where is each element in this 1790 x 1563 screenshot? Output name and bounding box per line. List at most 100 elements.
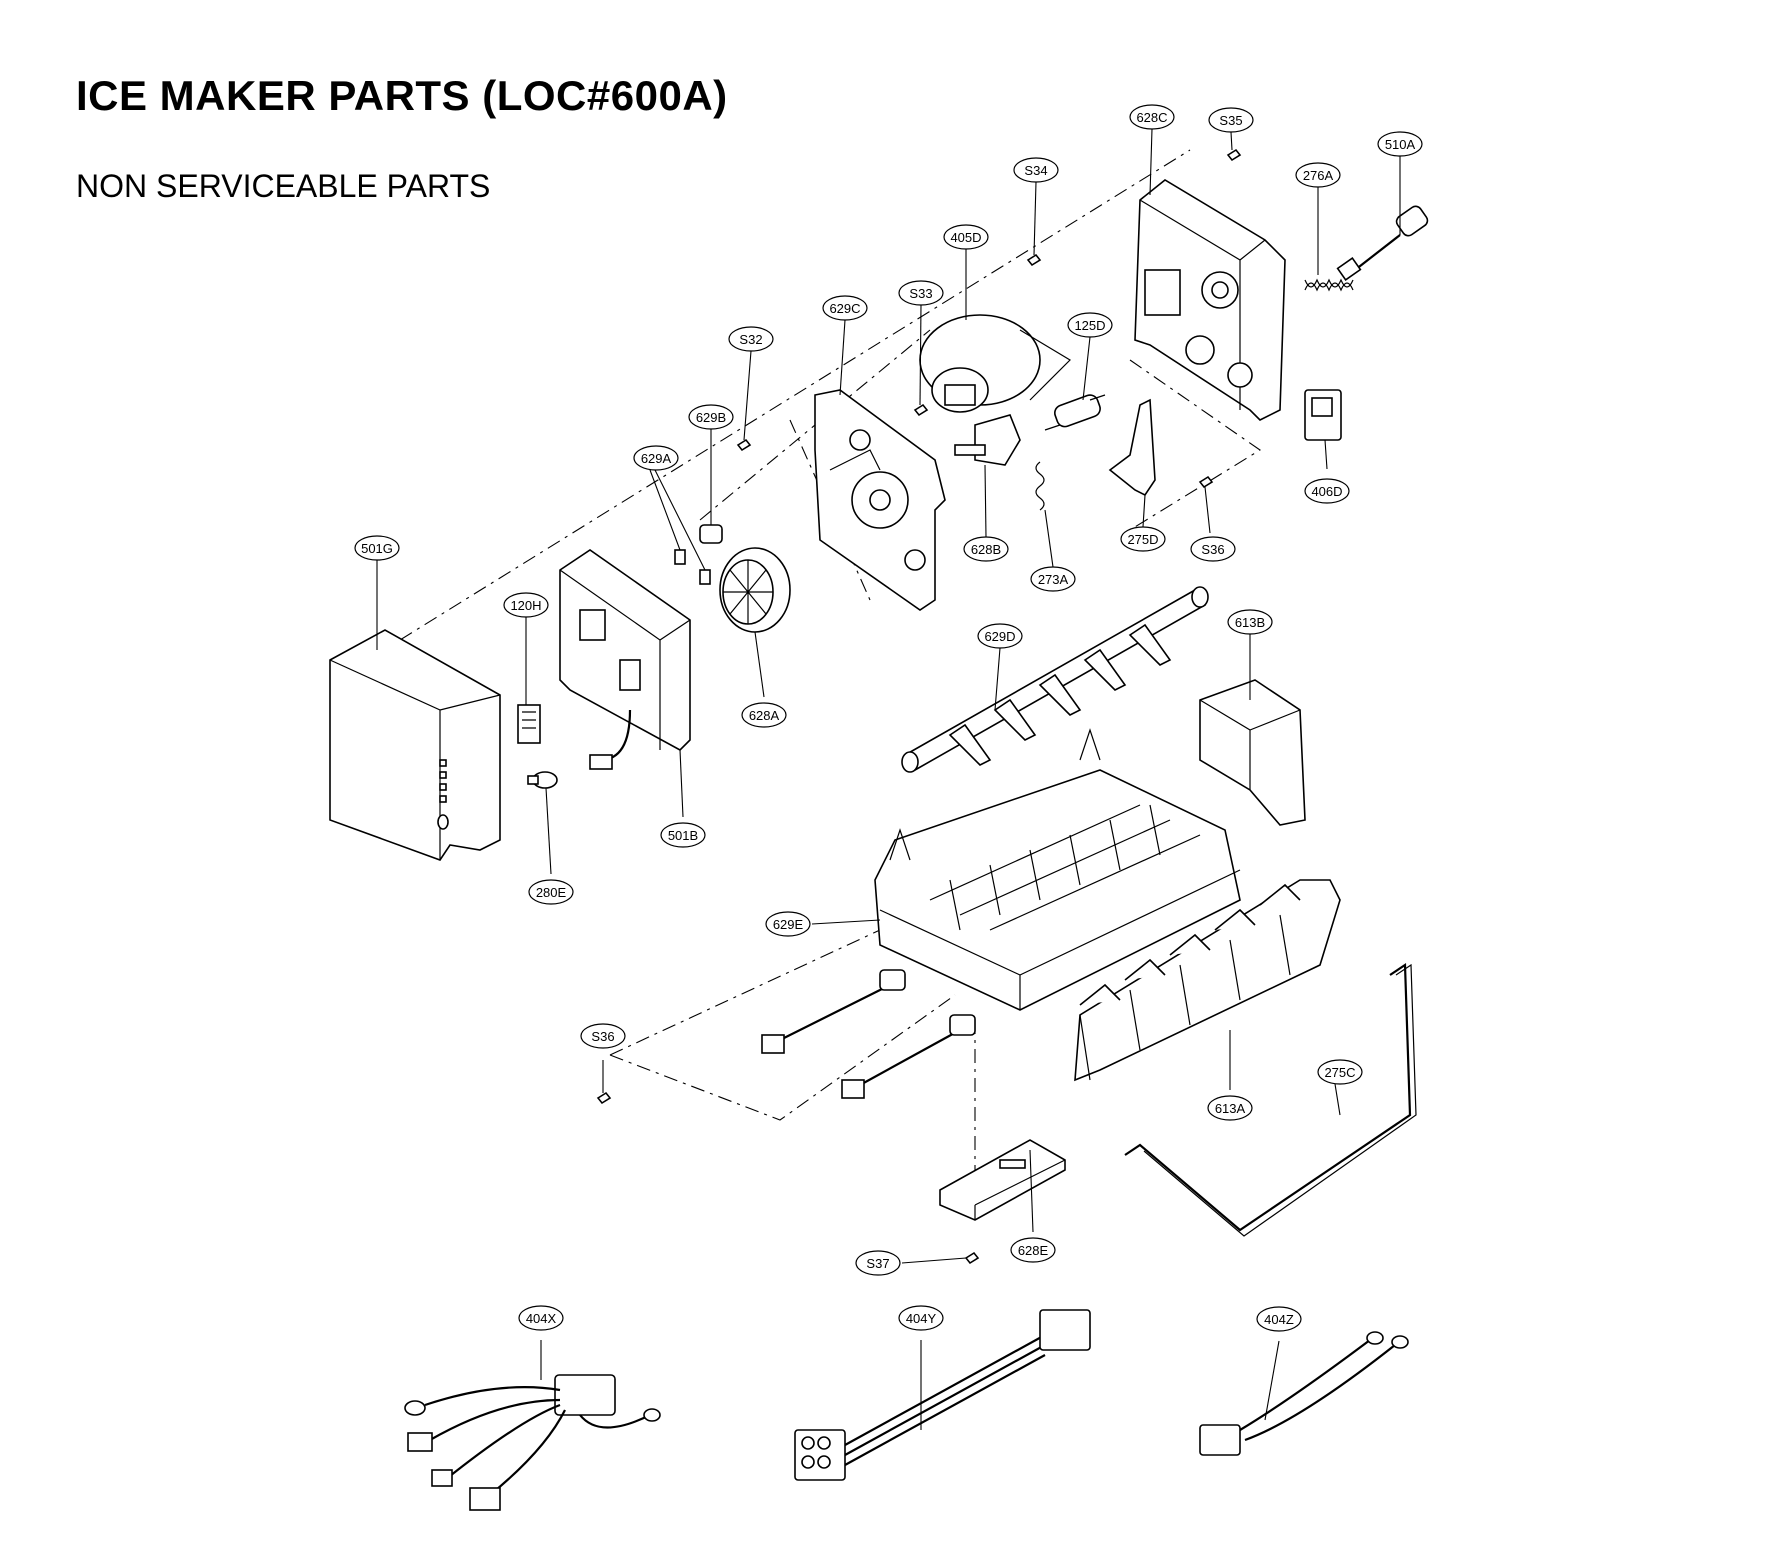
part-628a-gear [719, 547, 791, 633]
part-629a-clips [674, 549, 711, 585]
part-501b-control-board [559, 549, 691, 770]
part-628e-bracket [939, 1139, 1066, 1221]
svg-text:613A: 613A [1215, 1101, 1246, 1116]
svg-text:275D: 275D [1127, 532, 1158, 547]
svg-text:S36: S36 [1201, 542, 1224, 557]
svg-text:501B: 501B [668, 828, 698, 843]
svg-text:501G: 501G [361, 541, 393, 556]
screws [596, 148, 1242, 1265]
svg-text:628C: 628C [1136, 110, 1167, 125]
tag-406d: 406D [1304, 478, 1350, 504]
tag-275c: 275C [1317, 1059, 1363, 1085]
svg-text:S35: S35 [1219, 113, 1242, 128]
tag-s35: S35 [1208, 107, 1254, 133]
svg-text:276A: 276A [1303, 168, 1334, 183]
svg-text:628B: 628B [971, 542, 1001, 557]
part-404y-harness [794, 1309, 1091, 1481]
svg-text:120H: 120H [510, 598, 541, 613]
svg-text:629A: 629A [641, 451, 672, 466]
part-125d-part [1044, 394, 1106, 431]
svg-text:629B: 629B [696, 410, 726, 425]
svg-text:629D: 629D [984, 629, 1015, 644]
part-406d-switch [1304, 389, 1342, 441]
leader-lines [376, 128, 1401, 1430]
svg-text:S33: S33 [909, 286, 932, 301]
tag-s33: S33 [898, 280, 944, 306]
part-404z-harness [1199, 1331, 1409, 1456]
svg-text:S37: S37 [866, 1256, 889, 1271]
tag-s36-bottom: S36 [580, 1023, 626, 1049]
tag-120h: 120H [503, 592, 549, 618]
part-280e-part [527, 771, 558, 789]
part-629e-cables [761, 969, 976, 1099]
svg-text:S34: S34 [1024, 163, 1047, 178]
part-404x-harness [404, 1374, 661, 1511]
svg-text:404Y: 404Y [906, 1311, 937, 1326]
tag-501g: 501G [354, 535, 400, 561]
tag-280e: 280E [528, 879, 574, 905]
svg-text:406D: 406D [1311, 484, 1342, 499]
tag-510a: 510A [1377, 131, 1423, 157]
part-510a-cable [1336, 205, 1429, 282]
part-273a-spring [1035, 461, 1045, 511]
part-label-tags: 628C S35 510A S34 276A 405D S33 629C 125… [354, 104, 1423, 1332]
tag-628b: 628B [963, 536, 1009, 562]
tag-s37: S37 [855, 1250, 901, 1276]
part-629e-tray [874, 728, 1241, 1011]
svg-text:629E: 629E [773, 917, 804, 932]
tag-s34: S34 [1013, 157, 1059, 183]
tag-613a: 613A [1207, 1095, 1253, 1121]
part-628b-cam [954, 414, 1021, 466]
part-628c-housing [1134, 179, 1286, 421]
page-title: ICE MAKER PARTS (LOC#600A) [76, 72, 728, 119]
tag-404y: 404Y [898, 1305, 944, 1331]
tag-629a: 629A [633, 445, 679, 471]
part-501g-cover [329, 629, 501, 861]
tag-629b: 629B [688, 404, 734, 430]
tag-628c: 628C [1129, 104, 1175, 130]
part-120h-connector [517, 704, 541, 744]
svg-text:273A: 273A [1038, 572, 1069, 587]
tag-273a: 273A [1030, 566, 1076, 592]
part-613a-comb [1074, 879, 1341, 1082]
part-613b-guide [1199, 679, 1306, 826]
svg-text:628A: 628A [749, 708, 780, 723]
tag-404z: 404Z [1256, 1306, 1302, 1332]
svg-text:629C: 629C [829, 301, 860, 316]
part-405d-motor [919, 314, 1071, 413]
tag-404x: 404X [518, 1305, 564, 1331]
part-276a-spring [1304, 278, 1354, 292]
svg-text:510A: 510A [1385, 137, 1416, 152]
tag-s36-top: S36 [1190, 536, 1236, 562]
svg-text:275C: 275C [1324, 1065, 1355, 1080]
tag-s32: S32 [728, 326, 774, 352]
tag-275d: 275D [1120, 526, 1166, 552]
svg-text:628E: 628E [1018, 1243, 1049, 1258]
svg-text:125D: 125D [1074, 318, 1105, 333]
svg-text:405D: 405D [950, 230, 981, 245]
tag-628a: 628A [741, 702, 787, 728]
tag-613b: 613B [1227, 609, 1273, 635]
tag-629d: 629D [977, 623, 1023, 649]
svg-text:280E: 280E [536, 885, 567, 900]
tag-628e: 628E [1010, 1237, 1056, 1263]
page-subtitle: NON SERVICEABLE PARTS [76, 168, 491, 204]
tag-125d: 125D [1067, 312, 1113, 338]
svg-text:613B: 613B [1235, 615, 1265, 630]
part-275c-bail [1124, 962, 1417, 1237]
svg-text:S32: S32 [739, 332, 762, 347]
tag-405d: 405D [943, 224, 989, 250]
svg-text:S36: S36 [591, 1029, 614, 1044]
part-629c-bracket [814, 389, 946, 611]
part-629b-bushing [699, 524, 723, 544]
part-629d-ejector [901, 586, 1209, 773]
svg-text:404X: 404X [526, 1311, 557, 1326]
tag-276a: 276A [1295, 162, 1341, 188]
tag-629e: 629E [765, 911, 811, 937]
part-275d-arm [1108, 398, 1156, 497]
svg-text:404Z: 404Z [1264, 1312, 1294, 1327]
tag-501b: 501B [660, 822, 706, 848]
tag-629c: 629C [822, 295, 868, 321]
